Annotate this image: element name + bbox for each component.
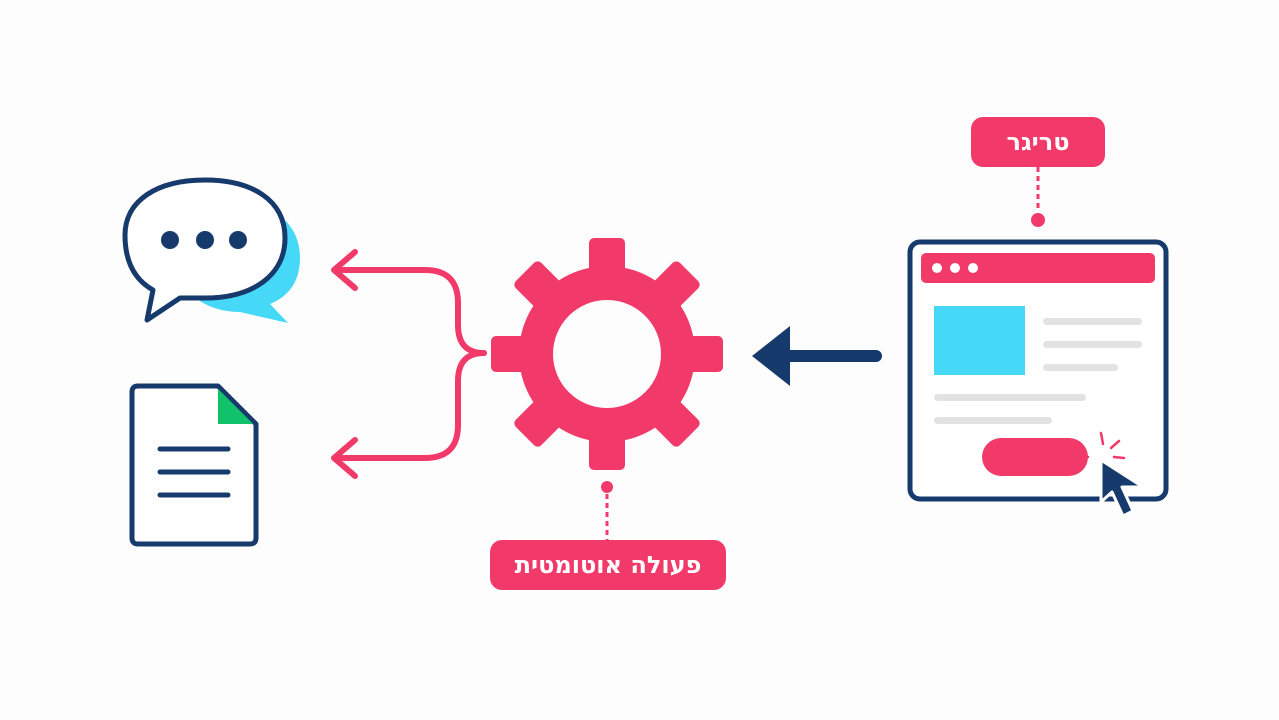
browser-title-bar <box>921 253 1155 283</box>
typing-dot <box>161 231 179 249</box>
arrow-to-chat <box>335 267 487 356</box>
image-placeholder <box>934 306 1025 375</box>
trigger-connector <box>1031 167 1045 227</box>
gear-icon <box>491 238 723 470</box>
trigger-arrow <box>752 326 882 386</box>
action-connector <box>601 481 613 540</box>
branch-arrows <box>331 249 487 479</box>
cta-button <box>982 438 1088 476</box>
chat-bubble-icon <box>122 177 300 323</box>
typing-dot <box>196 231 214 249</box>
arrow-to-document <box>335 350 487 461</box>
typing-dot <box>229 231 247 249</box>
trigger-label: טריגר <box>971 117 1105 167</box>
cursor-icon <box>1074 431 1145 518</box>
document-icon <box>129 383 259 547</box>
browser-window-icon <box>907 239 1169 502</box>
automatic-action-label: פעולה אוטומטית <box>490 540 726 590</box>
